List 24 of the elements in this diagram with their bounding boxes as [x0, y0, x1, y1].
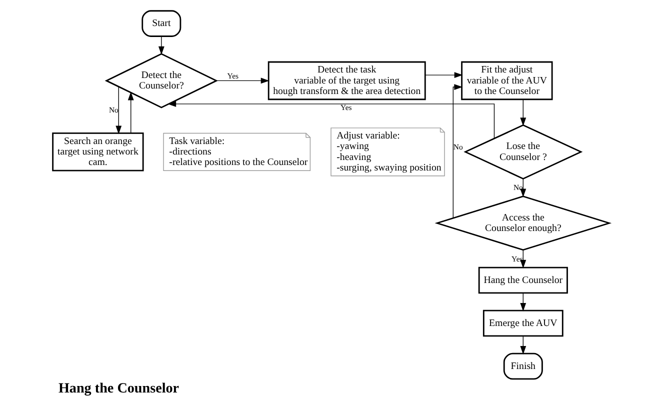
caption: Hang the Counselor [58, 380, 180, 396]
node-diamond: Lose the Counselor ? [464, 124, 583, 180]
node-box: Emerge the AUV [482, 310, 564, 337]
node-box: Start [142, 10, 182, 37]
arrow [452, 84, 463, 218]
arrow [116, 86, 122, 134]
edge-label: No [453, 142, 463, 152]
node-box: Finish [503, 352, 543, 380]
node-diamond: Access the Counselor enough? [434, 196, 612, 251]
arrow [128, 92, 134, 134]
arrow [424, 72, 463, 78]
node-box: Search an orange target using network cam. [52, 132, 144, 172]
node-box: Detect the task variable of the target using hough transform & the area detection [268, 61, 426, 100]
arrow [520, 336, 526, 354]
node-box: Hang the Counselor [478, 266, 568, 294]
node-box: Fit the adjust variable of the AUV to the Counselor [461, 61, 553, 100]
arrow [216, 78, 270, 84]
edge-label: Yes [340, 103, 352, 112]
arrow [168, 101, 495, 139]
arrow [520, 292, 526, 312]
edge-label: No [108, 106, 118, 115]
edge-label: Yes [227, 71, 239, 80]
arrow [158, 36, 164, 55]
arrow [520, 99, 526, 126]
